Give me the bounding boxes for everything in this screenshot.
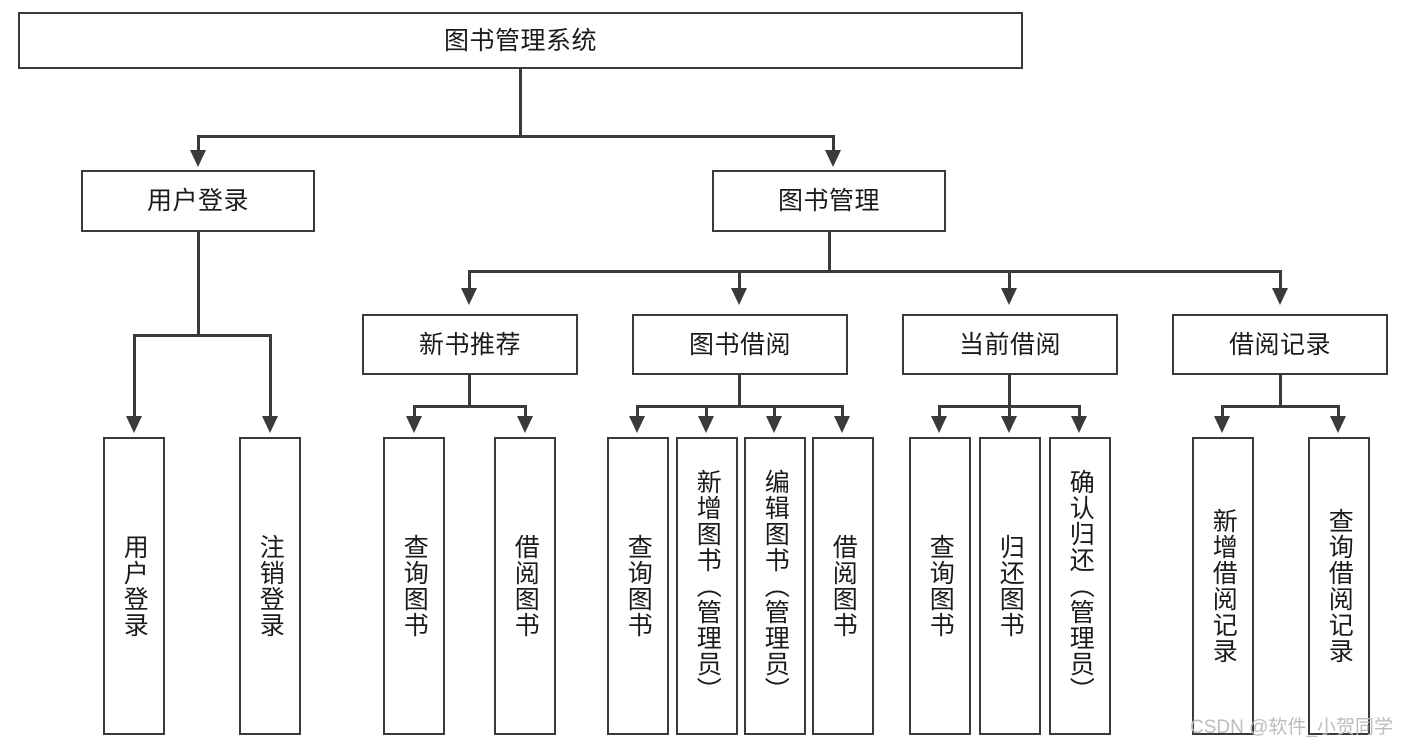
arrowhead-book-borrow-to-leaf-2 [698,416,714,433]
node-book-borrow[interactable]: 图书借阅 [632,314,848,375]
node-label: 新书推荐 [418,330,521,359]
leaf-user-login[interactable]: 用户登录 [103,437,165,735]
connector-book-borrow-to-leaf-3 [773,405,776,419]
connector-new-book-to-leaf-2 [524,405,527,419]
leaf-query-book-current[interactable]: 查询图书 [909,437,971,735]
connector-book-borrow-to-leaf-4 [841,405,844,419]
connector-user-login-stem [197,232,200,337]
node-label: 用户登录 [120,534,149,638]
connector-book-management-bar [468,270,1282,273]
leaf-borrow-book-borrow[interactable]: 借阅图书 [812,437,874,735]
connector-root-to-user-login [197,135,200,153]
arrowhead-borrow-record-to-leaf-2 [1330,416,1346,433]
node-label: 新增借阅记录 [1209,508,1238,664]
connector-bm-to-new-book [468,270,471,290]
node-label: 图书管理 [777,187,880,215]
node-label: 归还图书 [996,534,1025,638]
leaf-return-book[interactable]: 归还图书 [979,437,1041,735]
leaf-add-book-admin[interactable]: 新增图书（管理员） [676,437,738,735]
node-label: 借阅图书 [829,534,858,638]
arrowhead-bm-to-borrow-record [1272,288,1288,305]
node-book-management[interactable]: 图书管理 [712,170,946,232]
node-label: 图书管理系统 [443,26,597,55]
leaf-add-borrow-record[interactable]: 新增借阅记录 [1192,437,1254,735]
leaf-query-book-recommend[interactable]: 查询图书 [383,437,445,735]
node-label: 当前借阅 [958,330,1061,359]
leaf-edit-book-admin[interactable]: 编辑图书（管理员） [744,437,806,735]
leaf-query-borrow-record[interactable]: 查询借阅记录 [1308,437,1370,735]
node-label: 借阅图书 [511,534,540,638]
node-label: 查询借阅记录 [1325,508,1354,664]
node-root-book-management-system[interactable]: 图书管理系统 [18,12,1023,69]
arrowhead-current-borrow-to-leaf-1 [931,416,947,433]
arrowhead-new-book-to-leaf-2 [517,416,533,433]
connector-book-borrow-stem [738,375,741,407]
arrowhead-user-login-to-leaf-1 [126,416,142,433]
node-borrow-record[interactable]: 借阅记录 [1172,314,1388,375]
connector-user-login-to-leaf-2 [269,334,272,419]
node-new-book-recommend[interactable]: 新书推荐 [362,314,578,375]
node-label: 注销登录 [256,534,285,638]
leaf-query-book-borrow[interactable]: 查询图书 [607,437,669,735]
arrowhead-current-borrow-to-leaf-3 [1071,416,1087,433]
connector-bm-to-current-borrow [1008,270,1011,290]
arrowhead-new-book-to-leaf-1 [406,416,422,433]
arrowhead-bm-to-book-borrow [731,288,747,305]
node-current-borrow[interactable]: 当前借阅 [902,314,1118,375]
leaf-borrow-book-recommend[interactable]: 借阅图书 [494,437,556,735]
connector-borrow-record-to-leaf-2 [1337,405,1340,419]
node-label: 借阅记录 [1228,330,1331,359]
arrowhead-root-to-user-login [190,150,206,167]
connector-bm-to-borrow-record [1279,270,1282,290]
node-label: 查询图书 [400,534,429,638]
leaf-logout-login[interactable]: 注销登录 [239,437,301,735]
connector-book-borrow-bar [636,405,844,408]
connector-borrow-record-to-leaf-1 [1221,405,1224,419]
node-label: 查询图书 [926,534,955,638]
connector-bm-to-book-borrow [738,270,741,290]
connector-root-stem [519,69,522,137]
connector-borrow-record-stem [1279,375,1282,407]
connector-borrow-record-bar [1221,405,1340,408]
connector-current-borrow-to-leaf-2 [1008,405,1011,419]
node-label: 编辑图书（管理员） [761,469,790,703]
arrowhead-borrow-record-to-leaf-1 [1214,416,1230,433]
arrowhead-book-borrow-to-leaf-4 [834,416,850,433]
connector-book-management-stem [828,232,831,272]
node-label: 查询图书 [624,534,653,638]
arrowhead-current-borrow-to-leaf-2 [1001,416,1017,433]
node-label: 图书借阅 [688,330,791,359]
leaf-confirm-return-admin[interactable]: 确认归还（管理员） [1049,437,1111,735]
arrowhead-book-borrow-to-leaf-3 [766,416,782,433]
connector-new-book-stem [468,375,471,407]
connector-root-to-book-management [832,135,835,153]
connector-user-login-bar [133,334,272,337]
connector-book-borrow-to-leaf-1 [636,405,639,419]
connector-new-book-to-leaf-1 [413,405,416,419]
arrowhead-book-borrow-to-leaf-1 [629,416,645,433]
node-label: 用户登录 [146,187,249,215]
connector-current-borrow-stem [1008,375,1011,407]
connector-user-login-to-leaf-1 [133,334,136,419]
node-user-login[interactable]: 用户登录 [81,170,315,232]
node-label: 新增图书（管理员） [693,469,722,703]
connector-current-borrow-to-leaf-1 [938,405,941,419]
connector-root-bar [197,135,835,138]
arrowhead-root-to-book-management [825,150,841,167]
arrowhead-bm-to-current-borrow [1001,288,1017,305]
connector-new-book-bar [413,405,527,408]
arrowhead-bm-to-new-book [461,288,477,305]
csdn-watermark: CSDN @软件_小贺同学 [1190,717,1393,738]
connector-current-borrow-to-leaf-3 [1078,405,1081,419]
arrowhead-user-login-to-leaf-2 [262,416,278,433]
node-label: 确认归还（管理员） [1066,469,1095,703]
connector-book-borrow-to-leaf-2 [705,405,708,419]
